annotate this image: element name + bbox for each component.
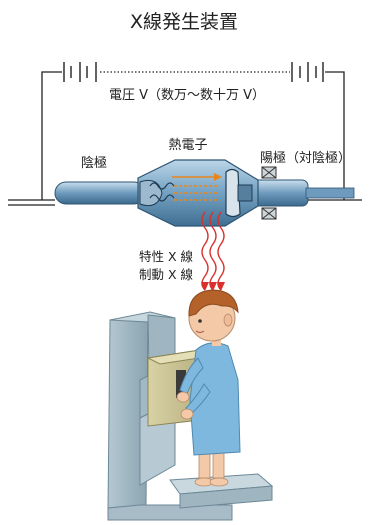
anode-label: 陽極（対陰極） — [260, 150, 351, 166]
thermal-electron-label: 熱電子 — [168, 138, 207, 153]
patient-boy — [176, 289, 241, 487]
anode-block-icon — [261, 166, 277, 220]
circuit-wires — [8, 71, 362, 206]
anode-target-icon — [225, 168, 253, 218]
xray-tube — [54, 159, 355, 227]
bremsstrahlung-xray-label: 制動 X 線 — [139, 267, 194, 282]
xray-waves — [201, 211, 225, 291]
battery-right-icon — [291, 62, 324, 82]
page-title: X線発生装置 — [130, 11, 238, 33]
battery-left-icon — [63, 62, 97, 82]
characteristic-xray-label: 特性 X 線 — [139, 249, 194, 264]
cathode-filament-icon — [139, 179, 175, 207]
cathode-label: 陰極 — [81, 155, 107, 171]
voltage-label: 電圧 V（数万〜数十万 V） — [109, 88, 265, 103]
electron-beam — [172, 173, 222, 201]
